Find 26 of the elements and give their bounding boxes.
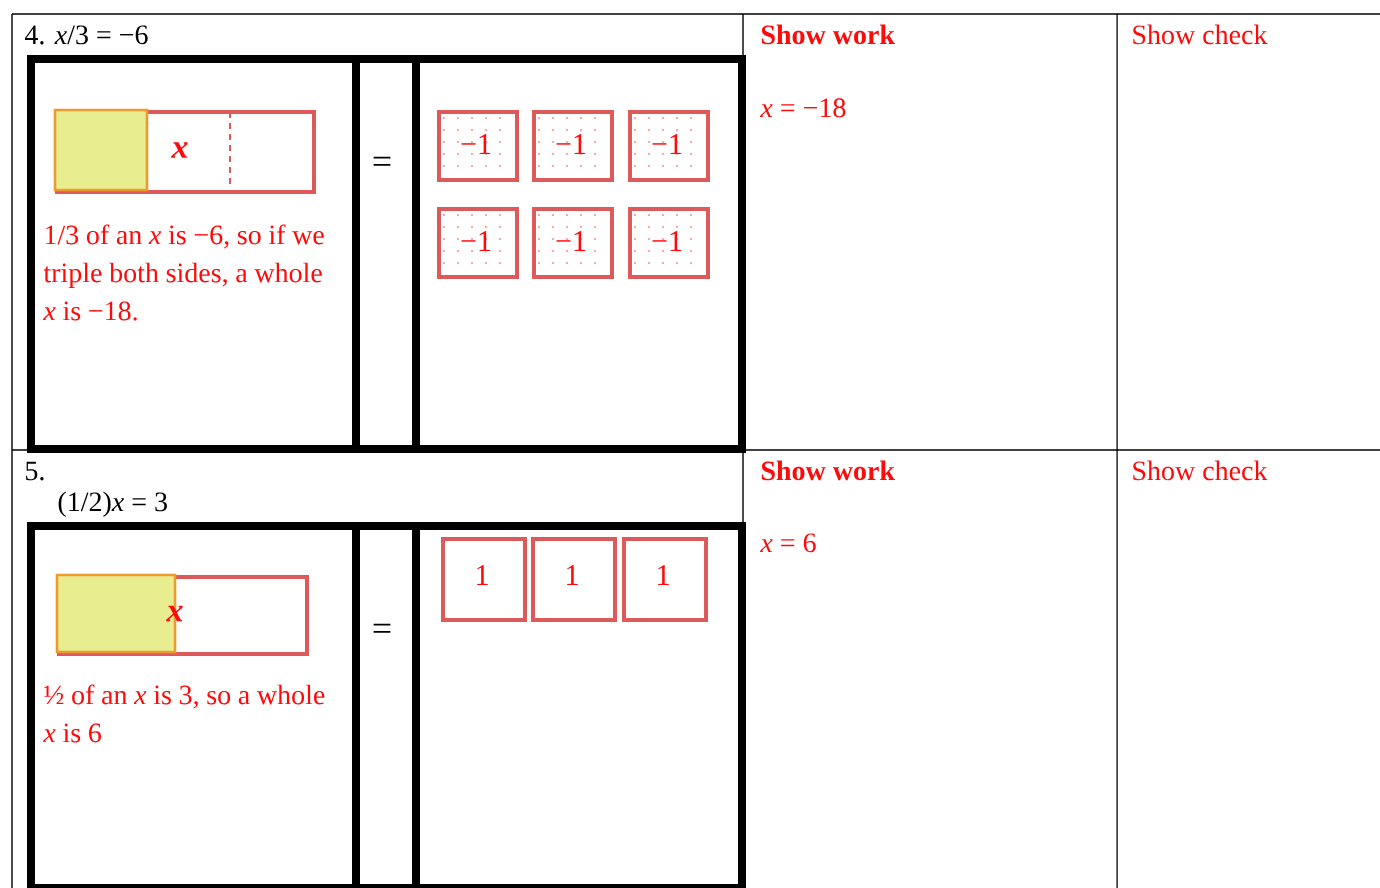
problem-label: 5. (26, 461, 44, 481)
unit-tile: 1 (622, 537, 708, 622)
answer-text: Show check (1133, 24, 1268, 45)
negative-unit-tile: −1 (532, 207, 614, 279)
unit-tile: 1 (531, 537, 617, 622)
equals-box: = (352, 522, 420, 888)
negative-unit-tile: −1 (437, 110, 519, 182)
answer-text: Show check (1133, 460, 1268, 481)
answer-text: x = −18 (760, 98, 846, 118)
negative-unit-tile: −1 (437, 207, 519, 279)
heading-text: Show work (761, 24, 895, 45)
negative-unit-tile: −1 (628, 207, 710, 279)
variable-tile: x (53, 108, 316, 194)
heading-text: Show work (761, 460, 895, 481)
negative-unit-tile: −1 (628, 110, 710, 182)
negative-unit-tile: −1 (532, 110, 614, 182)
variable-tile: x (55, 573, 309, 656)
mat-box (412, 522, 746, 888)
explanation-text: ½ of an x is 3, so a whole x is 6 (43, 684, 325, 743)
problem-label: (1/2)x = 3 (58, 491, 167, 517)
explanation-text: 1/3 of an x is −6, so if we triple both sides, a whole x is −18. (43, 224, 324, 321)
equals-box: = (352, 55, 420, 453)
problem-label: 4. x/3 = −6 (24, 25, 148, 45)
mat-box (412, 55, 746, 453)
answer-text: x = 6 (760, 533, 816, 553)
unit-tile: 1 (441, 537, 527, 622)
